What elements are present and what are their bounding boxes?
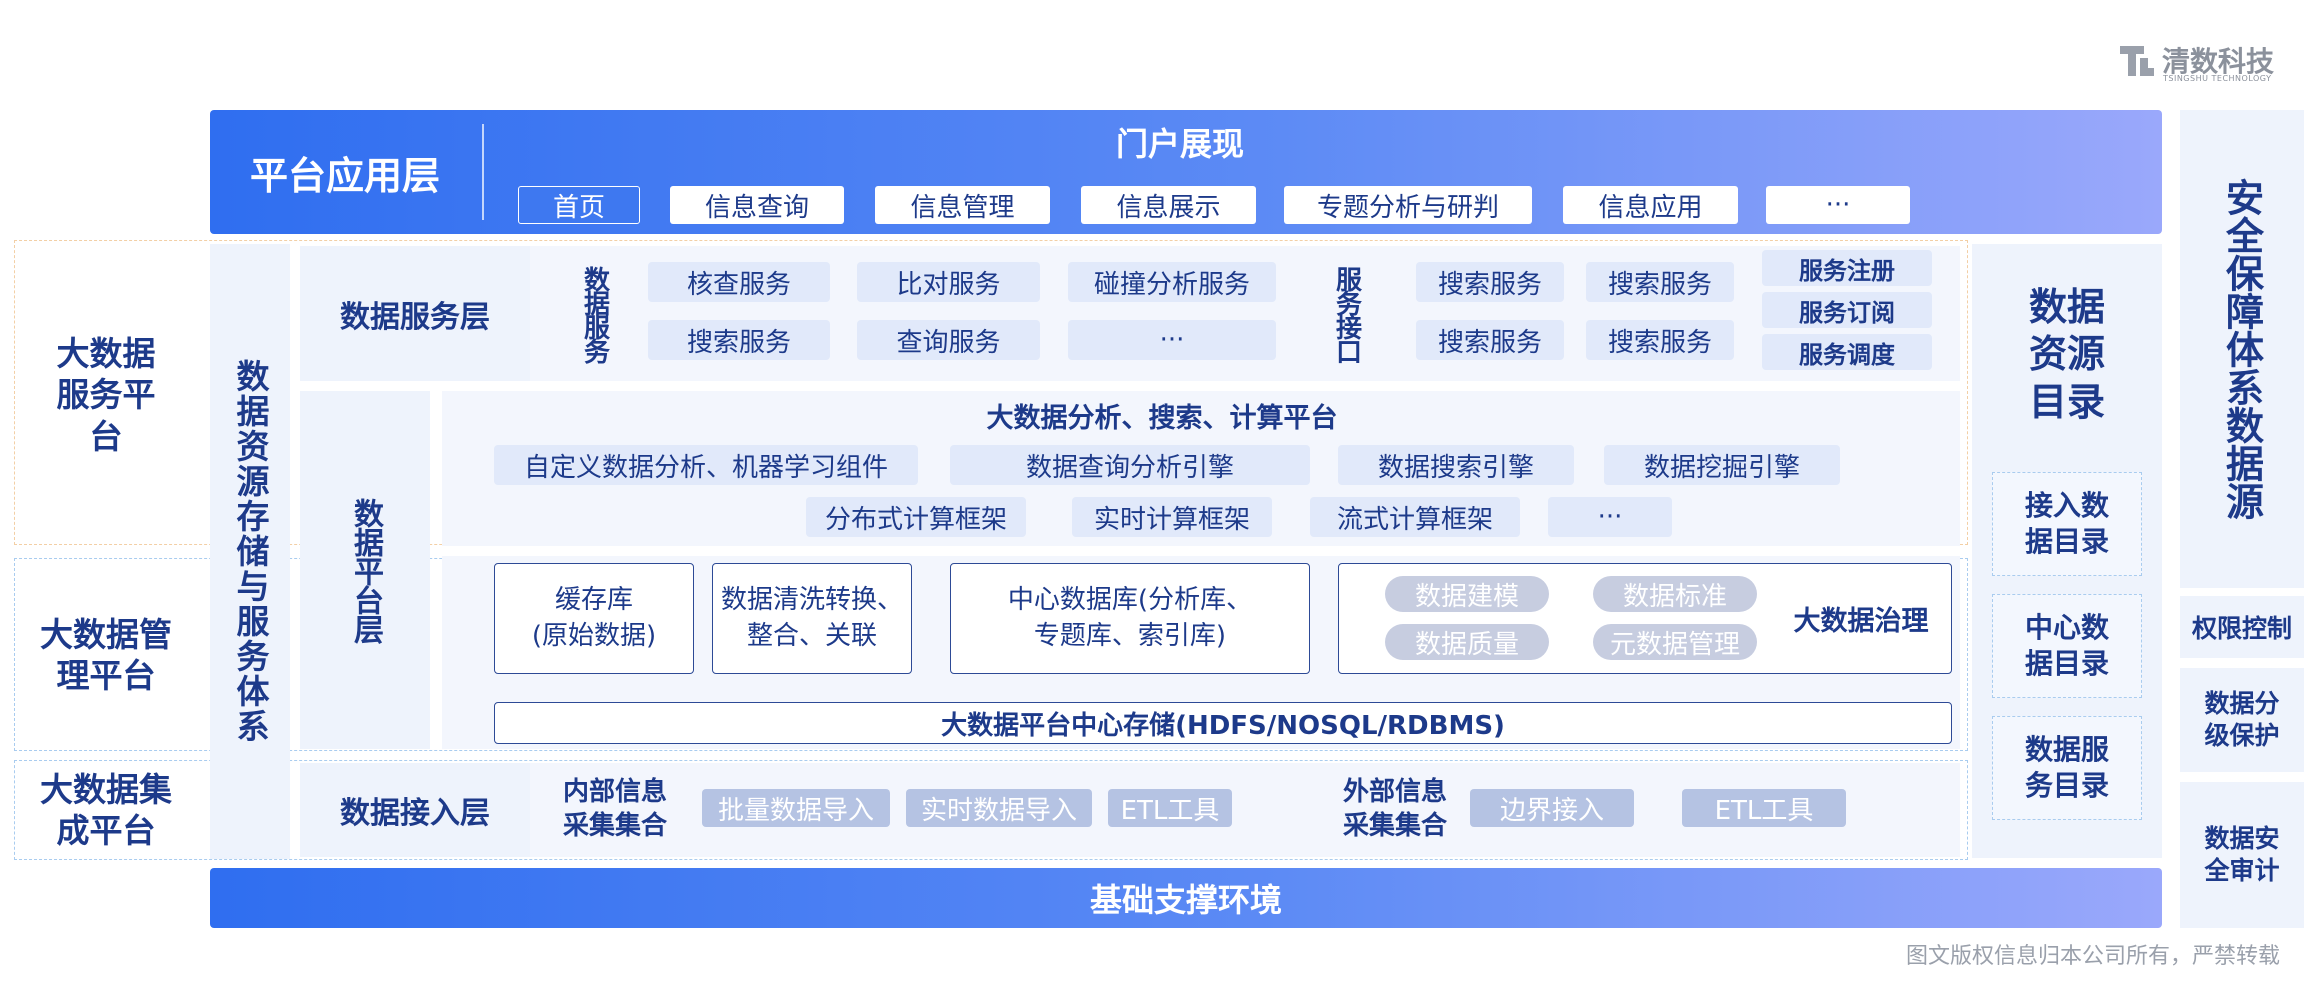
batch-import: 批量数据导入 (702, 789, 890, 827)
data-cleansing: 数据清洗转换、 整合、关联 (712, 563, 912, 674)
service-platform-label: 大数据服务平台 (56, 334, 156, 456)
portal-title: 门户展现 (1115, 125, 1244, 163)
etl-tool-internal: ETL工具 (1108, 789, 1232, 827)
catalog-title: 数据 资源 目录 (2028, 284, 2105, 424)
security-audit: 数据安 全审计 (2180, 782, 2304, 928)
service-compare: 比对服务 (857, 262, 1040, 302)
boundary-access: 边界接入 (1470, 789, 1634, 827)
service-query: 查询服务 (857, 320, 1040, 360)
data-governance: 数据建模 数据标准 数据质量 元数据管理 大数据治理 (1338, 563, 1952, 674)
center-db: 中心数据库(分析库、 专题库、索引库) (950, 563, 1310, 674)
catalog-access: 接入数 据目录 (1992, 472, 2142, 576)
platform-layer-title: 数据平台层 (348, 497, 383, 643)
governance-title: 大数据治理 (1793, 605, 1929, 637)
cache-db: 缓存库 (原始数据) (494, 563, 694, 674)
service-collision: 碰撞分析服务 (1068, 262, 1276, 302)
catalog-service: 数据服 务目录 (1992, 716, 2142, 820)
service-layer-title: 数据服务层 (300, 246, 530, 381)
interface-search-4: 搜索服务 (1586, 320, 1734, 360)
tab-topic-analysis[interactable]: 专题分析与研判 (1284, 186, 1532, 224)
tab-info-manage[interactable]: 信息管理 (875, 186, 1050, 224)
internal-collection: 内部信息 采集集合 (562, 777, 667, 841)
external-collection: 外部信息 采集集合 (1342, 777, 1447, 841)
gov-metadata: 元数据管理 (1593, 624, 1757, 660)
security-classification: 数据分 级保护 (2180, 668, 2304, 772)
service-layer: 数据服务层 数据服务 核查服务 比对服务 碰撞分析服务 搜索服务 查询服务 ··… (300, 246, 1960, 381)
integration-platform-label: 大数据集成平台 (40, 769, 172, 850)
service-more: ··· (1068, 320, 1276, 360)
service-interface-label: 服务接口 (1331, 265, 1362, 362)
logo-sub: TSINGSHU TECHNOLOGY (2163, 74, 2272, 83)
catalog-center: 中心数 据目录 (1992, 594, 2142, 698)
service-schedule: 服务调度 (1762, 334, 1932, 370)
center-storage: 大数据平台中心存储(HDFS/NOSQL/RDBMS) (494, 702, 1952, 744)
service-register: 服务注册 (1762, 250, 1932, 286)
distributed-framework: 分布式计算框架 (806, 497, 1026, 537)
search-engine: 数据搜索引擎 (1338, 445, 1574, 485)
tab-info-apply[interactable]: 信息应用 (1563, 186, 1738, 224)
copyright-notice: 图文版权信息归本公司所有，严禁转载 (1905, 944, 2280, 969)
access-layer-title: 数据接入层 (300, 763, 530, 857)
storage-system-title: 数据资源存储与服务体系 (231, 359, 270, 744)
security-permission: 权限控制 (2180, 596, 2304, 658)
catalog-column: 数据 资源 目录 接入数 据目录 中心数 据目录 数据服 务目录 (1972, 244, 2162, 858)
stream-framework: 流式计算框架 (1310, 497, 1520, 537)
app-layer: 平台应用层 门户展现 首页 信息查询 信息管理 信息展示 专题分析与研判 信息应… (210, 110, 2162, 234)
etl-tool-external: ETL工具 (1682, 789, 1846, 827)
foundation-bar: 基础支撑环境 (210, 868, 2162, 928)
gov-modeling: 数据建模 (1385, 576, 1549, 612)
interface-search-3: 搜索服务 (1416, 320, 1564, 360)
logo-name: 清数科技 (2162, 45, 2275, 78)
tab-info-query[interactable]: 信息查询 (670, 186, 844, 224)
access-layer: 数据接入层 内部信息 采集集合 批量数据导入 实时数据导入 ETL工具 外部信息… (300, 763, 1960, 857)
app-layer-title: 平台应用层 (249, 153, 440, 198)
realtime-import: 实时数据导入 (906, 789, 1092, 827)
framework-more: ··· (1548, 497, 1672, 537)
interface-search-1: 搜索服务 (1416, 262, 1564, 302)
analysis-platform-title: 大数据分析、搜索、计算平台 (986, 402, 1338, 434)
query-engine: 数据查询分析引擎 (950, 445, 1310, 485)
service-search: 搜索服务 (648, 320, 830, 360)
logo-icon (2120, 46, 2154, 76)
data-service-label: 数据服务 (579, 265, 610, 362)
ml-components: 自定义数据分析、机器学习组件 (494, 445, 918, 485)
service-check: 核查服务 (648, 262, 830, 302)
platform-layer-column (300, 391, 430, 749)
storage-system-column: 数据资源存储与服务体系 (210, 244, 290, 859)
tab-info-display[interactable]: 信息展示 (1081, 186, 1256, 224)
gov-quality: 数据质量 (1385, 624, 1549, 660)
integration-platform-frame (14, 760, 1968, 860)
service-subscribe: 服务订阅 (1762, 292, 1932, 328)
realtime-framework: 实时计算框架 (1072, 497, 1272, 537)
management-platform-label: 大数据管理平台 (40, 614, 172, 695)
gov-standard: 数据标准 (1593, 576, 1757, 612)
app-layer-divider (482, 124, 484, 220)
security-title-box: 安全保障体系数据源 (2180, 110, 2304, 588)
analysis-platform: 大数据分析、搜索、计算平台 自定义数据分析、机器学习组件 数据查询分析引擎 数据… (442, 391, 1960, 546)
tab-home[interactable]: 首页 (518, 186, 640, 224)
logo: 清数科技 TSINGSHU TECHNOLOGY (2118, 40, 2278, 86)
interface-search-2: 搜索服务 (1586, 262, 1734, 302)
mining-engine: 数据挖掘引擎 (1604, 445, 1840, 485)
tab-more[interactable]: ··· (1766, 186, 1910, 224)
